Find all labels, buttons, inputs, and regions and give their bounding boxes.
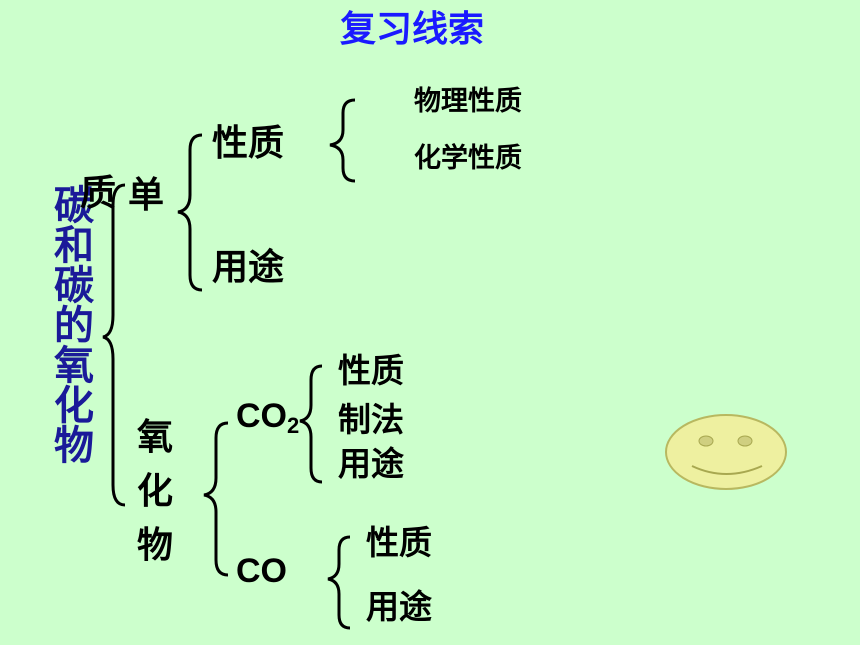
properties-brace xyxy=(329,98,356,183)
simple-substance-label-char-1: 质 xyxy=(80,173,117,214)
oxides-label-char-1: 氧 xyxy=(137,417,174,458)
simple-substance-label-char-2: 单 xyxy=(128,175,165,216)
simple-properties-label: 性质 xyxy=(212,123,285,164)
oxides-label-char-3: 物 xyxy=(137,525,174,566)
co-formula: CO xyxy=(236,552,287,590)
co2-preparation: 制法 xyxy=(338,400,404,439)
co2-formula: CO2 xyxy=(236,397,300,438)
simple-uses-label: 用途 xyxy=(212,247,285,288)
physical-properties: 物理性质 xyxy=(414,86,522,117)
oxides-label-char-2: 化 xyxy=(137,471,174,512)
co-brace xyxy=(327,535,351,630)
simple-substance-brace xyxy=(177,133,203,292)
co-uses: 用途 xyxy=(366,587,432,626)
co2-brace xyxy=(299,364,323,484)
slide-title: 复习线索 xyxy=(340,9,485,50)
oxides-brace xyxy=(203,421,229,577)
main-topic: 碳和碳的氧化物 xyxy=(54,183,94,469)
smiley-face-icon xyxy=(665,414,787,490)
co2-properties: 性质 xyxy=(338,351,404,390)
co-properties: 性质 xyxy=(366,523,432,562)
co2-uses: 用途 xyxy=(338,444,404,483)
chemical-properties: 化学性质 xyxy=(414,143,522,174)
main-brace xyxy=(102,183,126,507)
